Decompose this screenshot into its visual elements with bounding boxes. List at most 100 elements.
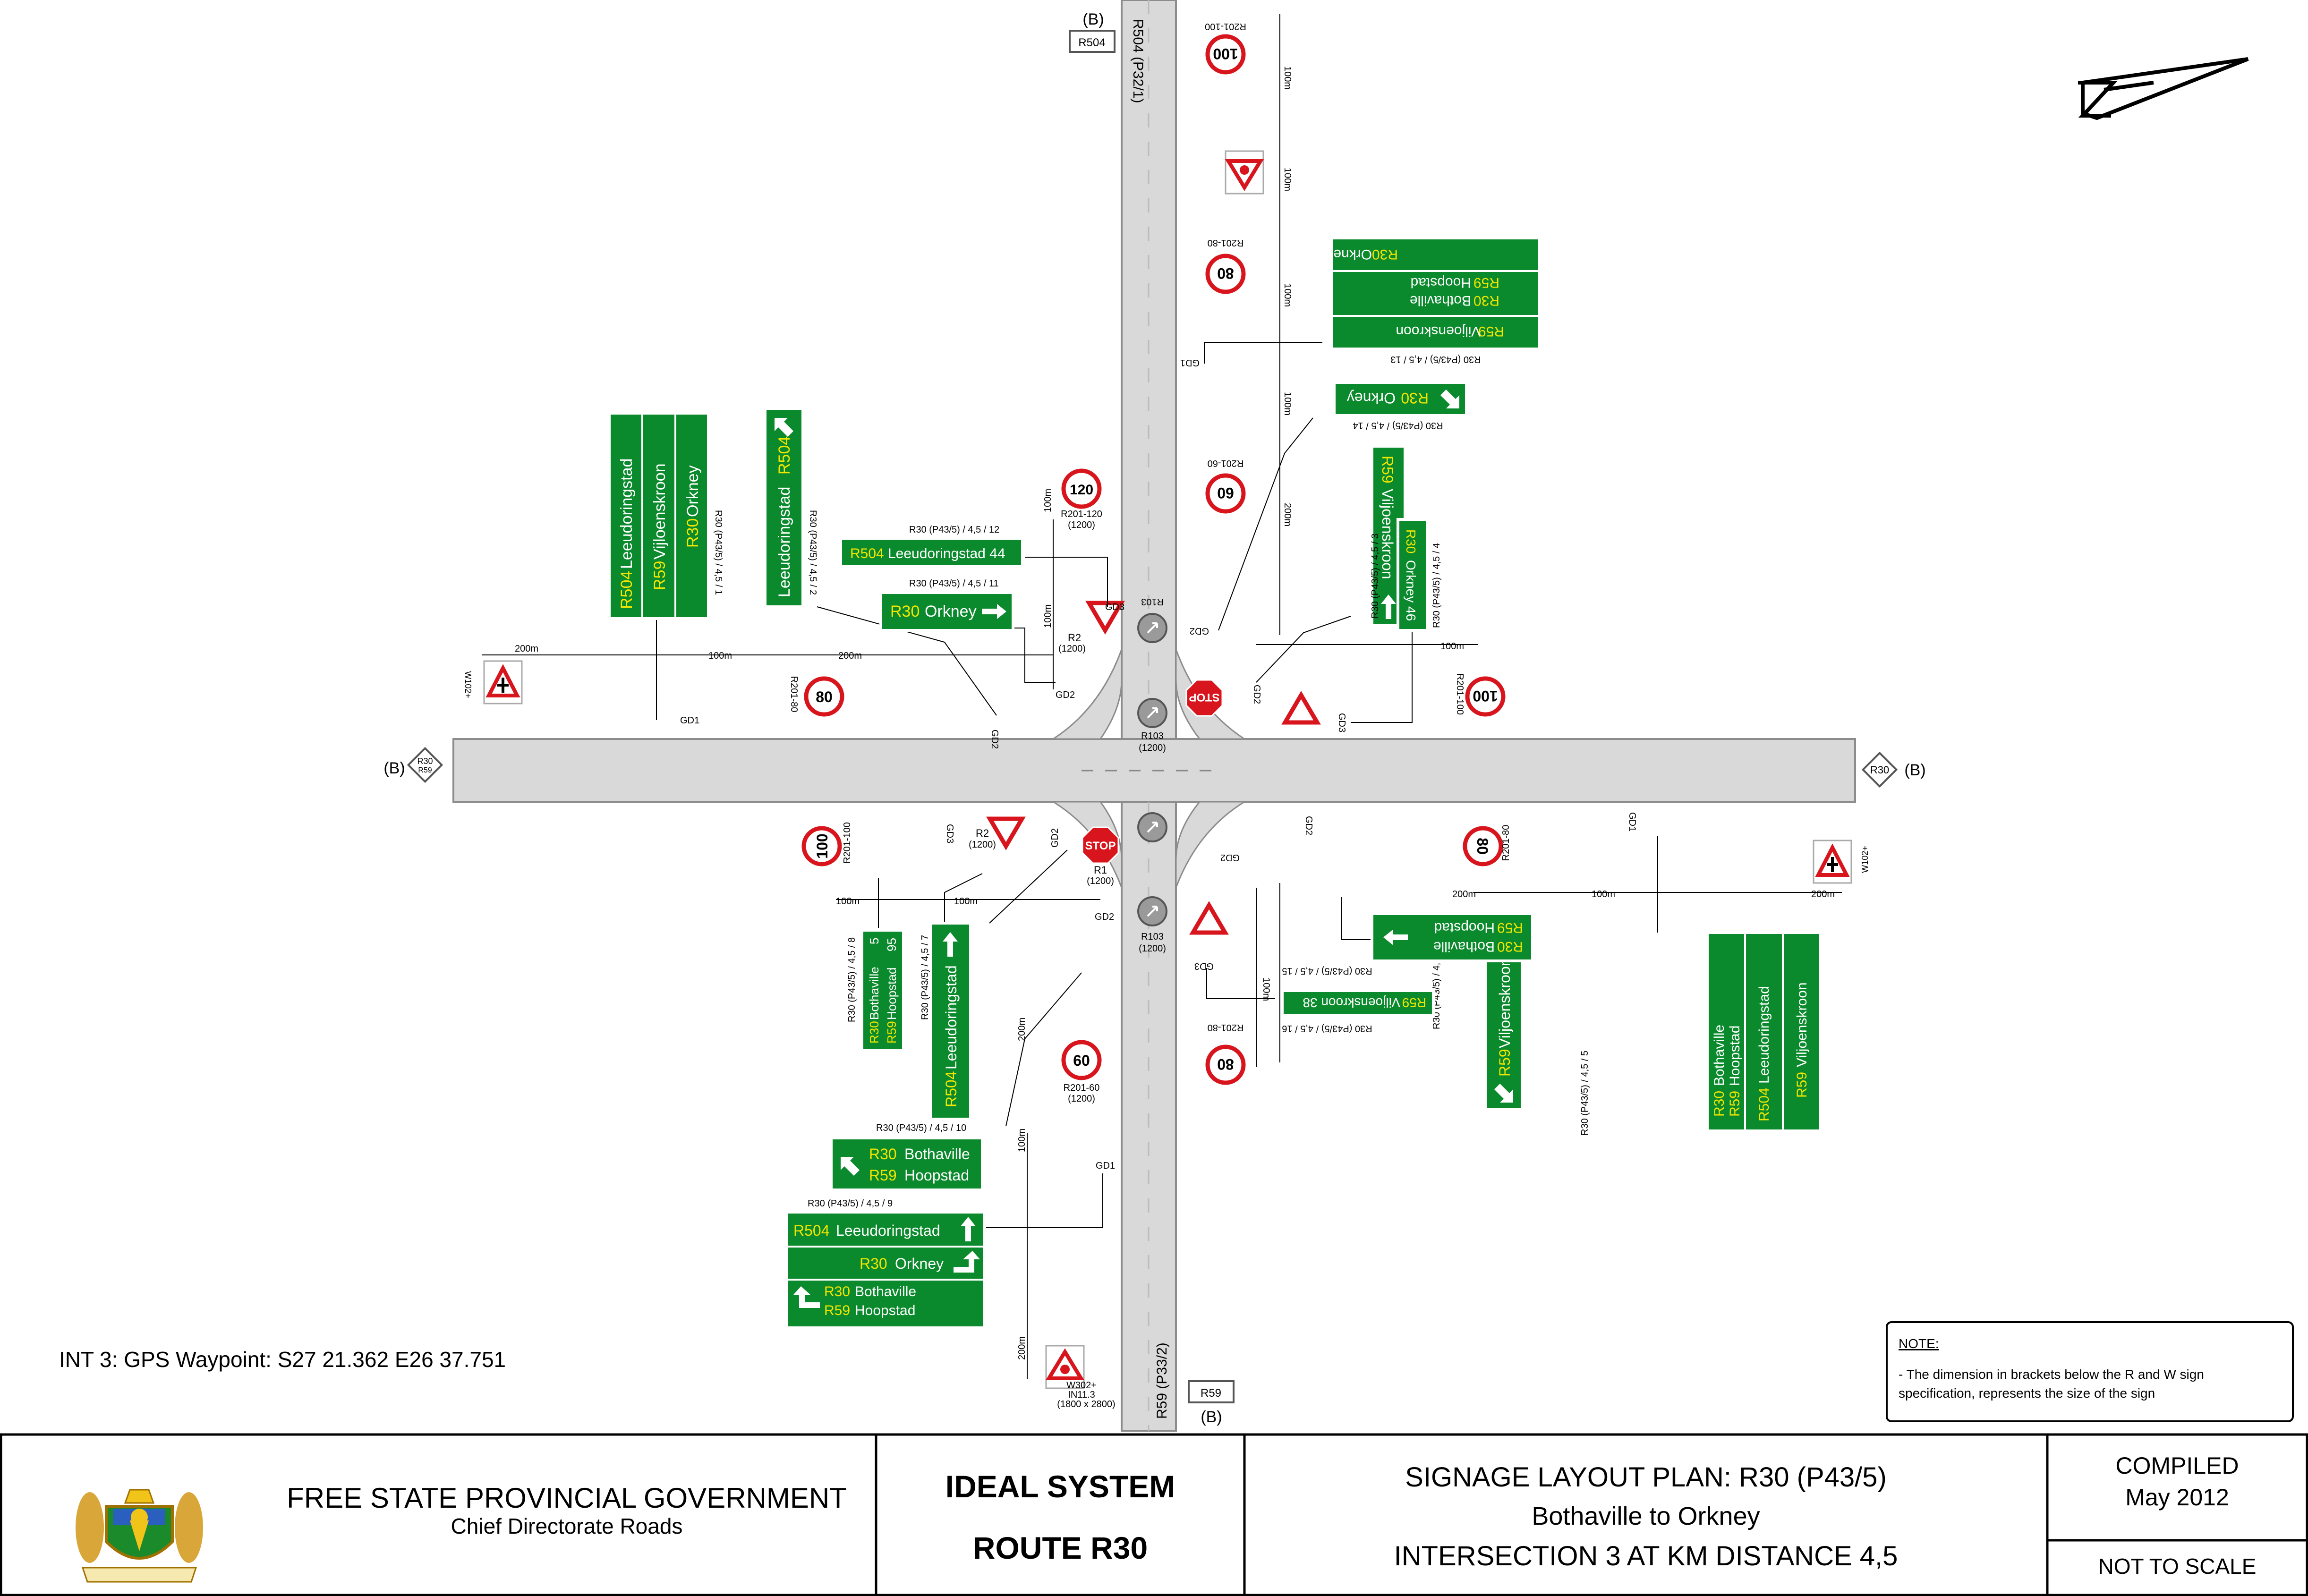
guide-sign-14: R30 Orkney <box>1333 381 1468 417</box>
sign-ref: R30 (P43/5) / 4,5 / 5 <box>1580 1051 1590 1136</box>
svg-text:Orkney: Orkney <box>895 1255 944 1272</box>
svg-text:GD3: GD3 <box>1194 961 1214 971</box>
sign-ref: R30 (P43/5) / 4,5 / 3 <box>1370 534 1380 619</box>
yield-sign <box>1189 901 1229 935</box>
svg-text:100: 100 <box>814 833 831 858</box>
svg-text:R201-80: R201-80 <box>789 676 799 713</box>
title-block <box>0 1433 2308 1596</box>
route-marker-west: R30 R59 (B) <box>383 747 443 783</box>
svg-text:R504: R504 <box>1078 36 1105 49</box>
speed-sign-100: 100 <box>1205 34 1246 75</box>
plan-intersection: INTERSECTION 3 AT KM DISTANCE 4,5 <box>1394 1541 1898 1571</box>
svg-text:R201-60: R201-60 <box>1064 1083 1100 1093</box>
svg-text:100m: 100m <box>1282 392 1293 416</box>
svg-text:R201-100: R201-100 <box>842 822 852 864</box>
svg-text:(B): (B) <box>1904 761 1925 779</box>
gantry-masts: R103 R103 (1200) R103 (1200) <box>1137 596 1167 954</box>
svg-text:R504: R504 <box>793 1222 830 1239</box>
svg-text:R59: R59 <box>1402 995 1426 1010</box>
svg-text:R201-80: R201-80 <box>1208 1022 1244 1033</box>
svg-text:W102+: W102+ <box>1860 846 1870 873</box>
svg-text:Bothaville: Bothaville <box>855 1284 916 1299</box>
scale-note: NOT TO SCALE <box>2098 1554 2257 1579</box>
svg-text:R59: R59 <box>1497 920 1523 935</box>
svg-text:GD2: GD2 <box>1252 685 1262 704</box>
svg-text:Viljoenskroon: Viljoenskroon <box>1496 958 1513 1048</box>
svg-text:R201-120: R201-120 <box>1061 509 1102 519</box>
svg-text:GD3: GD3 <box>945 824 955 843</box>
svg-text:GD2: GD2 <box>1056 690 1075 700</box>
svg-text:GD3: GD3 <box>1105 602 1124 612</box>
svg-text:100m: 100m <box>1282 283 1293 307</box>
svg-text:IN11.3: IN11.3 <box>1068 1390 1095 1400</box>
svg-text:R504: R504 <box>618 571 636 609</box>
svg-text:R59: R59 <box>1794 1072 1810 1098</box>
sign-ref: R30 (P43/5) / 4,5 / 13 <box>1390 354 1481 365</box>
svg-text:60: 60 <box>1217 484 1234 501</box>
svg-text:R59: R59 <box>885 1021 899 1044</box>
svg-text:Bothaville: Bothaville <box>1712 1025 1727 1086</box>
route-marker-east: R30 (B) <box>1861 751 1926 788</box>
slip-lane-nw <box>1050 649 1123 740</box>
svg-text:100m: 100m <box>1592 889 1615 900</box>
speed-sign-80-west: 80 <box>804 676 844 717</box>
stop-sign: STOP <box>1082 826 1119 864</box>
svg-text:Orkney: Orkney <box>1347 390 1396 407</box>
svg-text:NOTE:: NOTE: <box>1899 1336 1939 1351</box>
svg-text:Hoopstad: Hoopstad <box>1411 275 1471 290</box>
svg-text:R504: R504 <box>943 1071 960 1108</box>
svg-text:W102+: W102+ <box>463 671 473 698</box>
speed-sign-60: 60 <box>1205 473 1246 514</box>
sign-ref: R30 (P43/5) / 4,5 / 4 <box>1431 543 1442 628</box>
svg-text:R59: R59 <box>1478 323 1504 339</box>
svg-text:80: 80 <box>1474 838 1491 855</box>
gps-waypoint: INT 3: GPS Waypoint: S27 21.362 E26 37.7… <box>59 1347 506 1372</box>
svg-text:R30: R30 <box>824 1284 850 1299</box>
svg-text:R30: R30 <box>1473 293 1499 308</box>
slip-lane-ne <box>1175 649 1247 740</box>
svg-text:R30: R30 <box>417 756 433 766</box>
leader-lines <box>656 342 1658 1228</box>
svg-text:R103: R103 <box>1141 596 1164 607</box>
svg-text:80: 80 <box>1217 1056 1234 1073</box>
svg-text:R201-80: R201-80 <box>1208 238 1244 248</box>
svg-text:Orkney: Orkney <box>1326 246 1372 262</box>
svg-text:Leeudoringstad: Leeudoringstad <box>943 965 960 1070</box>
svg-text:R201-100: R201-100 <box>1205 21 1246 32</box>
svg-text:R59: R59 <box>418 766 432 774</box>
org-name: FREE STATE PROVINCIAL GOVERNMENT <box>287 1482 847 1514</box>
coat-of-arms-logo <box>76 1489 203 1583</box>
speed-sign-120: 120 <box>1061 468 1102 509</box>
speed-sign-100-sw: 100 <box>801 826 842 866</box>
svg-text:100: 100 <box>1213 45 1238 62</box>
slip-lane-se <box>1175 801 1247 888</box>
svg-text:Orkney: Orkney <box>684 465 702 517</box>
svg-text:(1200): (1200) <box>1068 1094 1095 1104</box>
regulatory-signs: R2 (1200) R2 (1200) STOP STOP R1 (1200) <box>969 601 1321 935</box>
gd-labels: GD3 GD2 GD1 GD2 GD1 GD2 GD2 GD3 GD3 GD2 … <box>680 357 1637 1171</box>
svg-text:200m: 200m <box>1452 889 1476 900</box>
svg-text:Hoopstad: Hoopstad <box>1727 1026 1743 1086</box>
svg-text:Viljoenskroon 38: Viljoenskroon 38 <box>1303 995 1400 1010</box>
svg-text:R30: R30 <box>869 1146 897 1163</box>
svg-text:GD3: GD3 <box>1337 713 1347 732</box>
svg-text:80: 80 <box>1217 265 1234 282</box>
dimension-labels: 100m 100m 100m 100m 200m 200m 100m 200m … <box>515 66 1835 1360</box>
speed-sign-80-se: 80 <box>1463 826 1503 866</box>
svg-text:R201-60: R201-60 <box>1208 458 1244 468</box>
guide-sign-6: R59 Viljoenskroon <box>1484 931 1524 1111</box>
yield-sign <box>986 816 1026 850</box>
svg-text:100m: 100m <box>1261 977 1271 1001</box>
svg-text:Leeudoringstad: Leeudoringstad <box>618 458 636 569</box>
svg-text:Hoopstad: Hoopstad <box>885 968 899 1020</box>
svg-text:200m: 200m <box>838 651 862 661</box>
svg-text:Hoopstad: Hoopstad <box>904 1167 969 1184</box>
svg-text:GD1: GD1 <box>1627 812 1637 832</box>
svg-text:5: 5 <box>867 938 881 944</box>
note-box: NOTE: - The dimension in brackets below … <box>1886 1321 2294 1422</box>
svg-text:200m: 200m <box>1282 503 1293 526</box>
